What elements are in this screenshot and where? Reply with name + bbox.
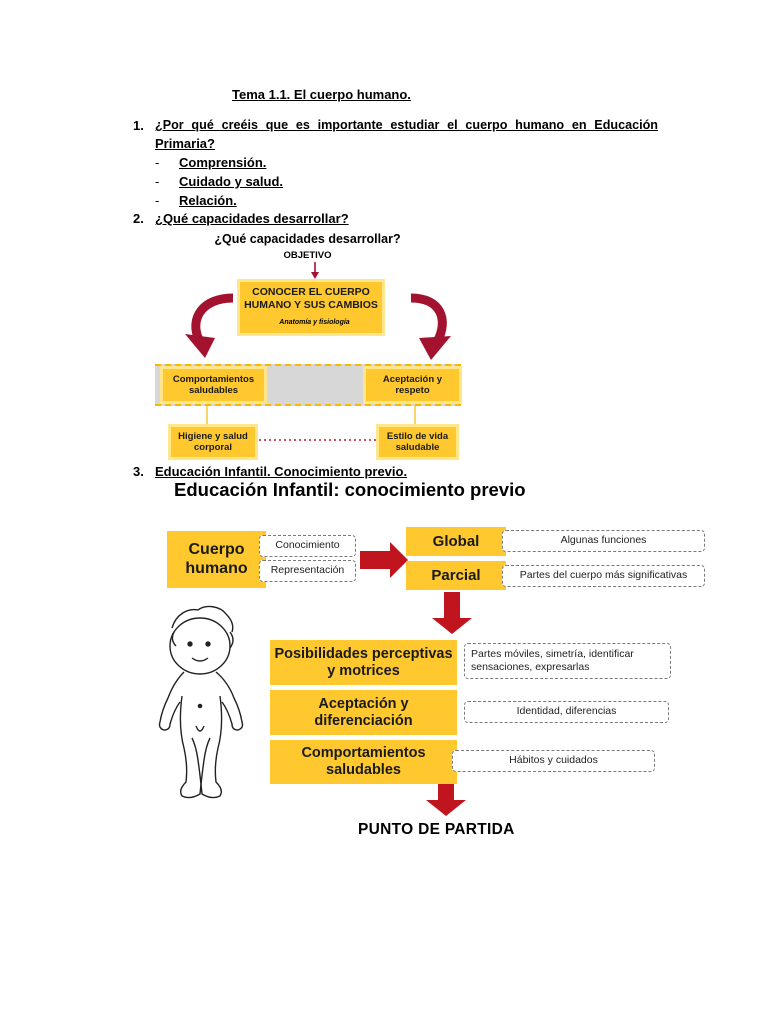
left-curve-arrow [191,293,234,342]
right-curve-arrowhead [419,336,451,360]
q3-text: Educación Infantil. Conocimiento previo. [155,464,408,479]
diagram1-title: ¿Qué capacidades desarrollar? [214,232,401,246]
objective-tag: Anatomía y fisiología [268,316,361,329]
q1-dash-3: - [155,193,160,208]
box-conocimiento: Conocimiento [259,535,356,557]
box-representacion: Representación [259,560,356,582]
right-curve-arrow [410,293,447,345]
box-higiene: Higiene y salud corporal [168,424,258,460]
q1-text-line2: Primaria? [155,136,215,151]
box-global: Global [406,527,506,556]
q1-text-line1: ¿Por qué creéis que es importante estudi… [155,118,658,132]
box-aceptacion: Aceptación y respeto [363,366,462,404]
diagram1-arrows [185,262,451,441]
q1-item-3: Relación. [179,193,237,208]
box-comportamientos-saludables: Comportamientos saludables [270,740,457,784]
q3-number: 3. [133,464,144,479]
q1-number: 1. [133,118,144,133]
diagram1-objective-label: OBJETIVO [283,250,332,261]
diagram2-arrows [158,542,472,816]
child-figure [158,605,244,799]
box-identidad: Identidad, diferencias [464,701,669,723]
q1-item-2: Cuidado y salud. [179,174,284,189]
down-block-arrow-2 [426,776,466,816]
punto-de-partida: PUNTO DE PARTIDA [358,821,515,838]
q2-text: ¿Qué capacidades desarrollar? [155,211,349,226]
box-partes-cuerpo: Partes del cuerpo más significativas [502,565,705,587]
box-aceptacion-diferenciacion: Aceptación y diferenciación [270,690,457,735]
down-arrow-head [311,272,319,279]
q2-number: 2. [133,211,144,226]
diagram2-title: Educación Infantil: conocimiento previo [174,479,526,500]
box-habitos: Hábitos y cuidados [452,750,655,772]
box-parcial: Parcial [406,561,506,590]
box-posibilidades-desc: Partes móviles, simetría, identificar se… [464,643,671,679]
box-comportamientos: Comportamientos saludables [160,366,267,404]
q1-dash-1: - [155,155,160,170]
left-curve-arrowhead [185,334,215,358]
q1-dash-2: - [155,174,160,189]
box-cuerpo-humano: Cuerpo humano [167,531,266,588]
down-block-arrow-1 [432,592,472,634]
box-estilo: Estilo de vida saludable [376,424,459,460]
q1-item-1: Comprensión. [179,155,267,170]
box-algunas-funciones: Algunas funciones [502,530,705,552]
box-posibilidades: Posibilidades perceptivas y motrices [270,640,457,685]
page-heading: Tema 1.1. El cuerpo humano. [232,87,411,102]
right-block-arrow [360,542,408,578]
